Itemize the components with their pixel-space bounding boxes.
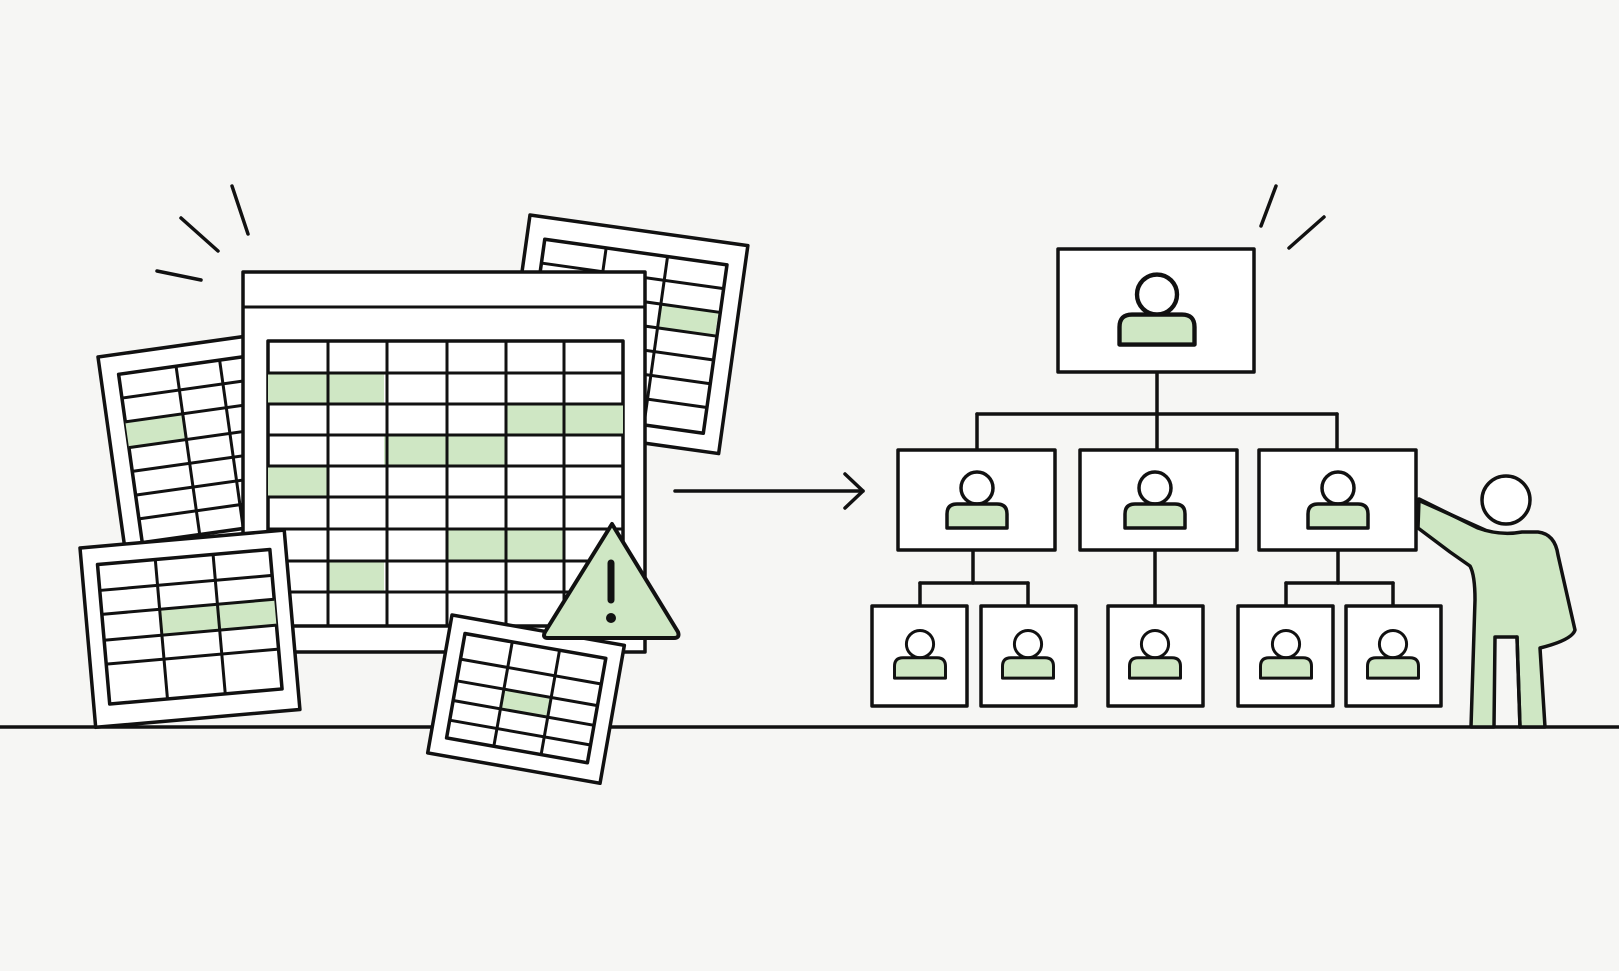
arrow-right-icon [673,472,865,510]
attention-burst-left [155,184,250,282]
org-node-middle-3 [1257,448,1418,552]
spreadsheet-pile [78,184,750,786]
spreadsheet-front-left [78,528,302,730]
org-node-middle-1 [896,448,1057,552]
org-node-bottom-5 [1344,604,1443,708]
org-node-bottom-4 [1236,604,1335,708]
org-node-bottom-2 [979,604,1078,708]
presenter-head [1480,474,1532,526]
attention-burst-right [1259,184,1326,250]
org-node-bottom-3 [1106,604,1205,708]
presenter-figure [1416,474,1577,729]
org-chart [870,184,1443,708]
org-chart-connectors [918,370,1395,608]
org-node-top [1056,247,1256,374]
org-node-middle-2 [1078,448,1239,552]
spreadsheet-front-small [425,613,627,786]
org-node-bottom-1 [870,604,969,708]
warning-triangle-icon [542,522,681,640]
spreadsheet-main [241,270,647,654]
